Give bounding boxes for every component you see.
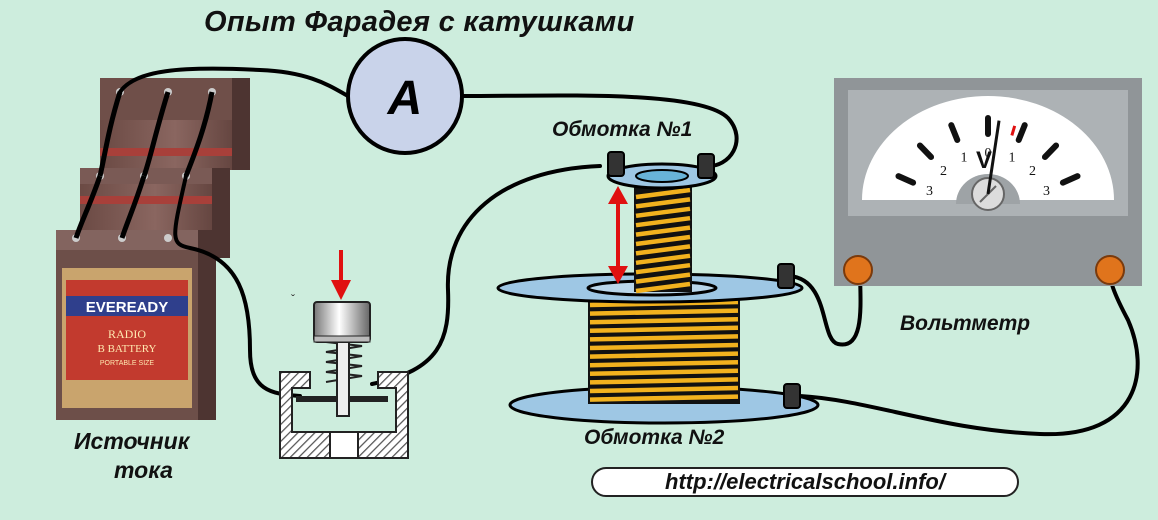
battery-line2: B BATTERY [98, 343, 157, 355]
page-title: Опыт Фарадея с катушками [204, 6, 635, 38]
voltmeter-terminal-left [843, 255, 873, 285]
dial-label: 1 [1008, 151, 1015, 166]
double-arrow-icon [608, 186, 628, 284]
wire-battery-switch [173, 174, 302, 398]
dial-label: 1 [961, 151, 968, 166]
wire-switch-coil1 [370, 164, 602, 386]
wire-coil2-voltmeter [788, 268, 863, 347]
source-label-line2: тока [114, 457, 173, 483]
wires [118, 66, 1140, 437]
voltmeter-needle [986, 120, 1001, 195]
dial-label: 3 [926, 184, 933, 199]
coil-assembly [496, 151, 820, 425]
battery-icon: EVEREADY RADIO B BATTERY PORTABLE SIZE [56, 78, 250, 420]
ammeter-symbol: A [387, 72, 423, 125]
coil2-terminal-top [777, 263, 795, 289]
dial-tick [948, 122, 961, 143]
coil1-winding [634, 180, 692, 294]
voltmeter-terminal-right [1095, 255, 1125, 285]
source-label-line1: Источник [74, 428, 190, 454]
dial-red-mark [1010, 125, 1017, 136]
wire-coil2-voltmeter-2 [798, 270, 1140, 437]
coil1-terminal-left [607, 151, 625, 177]
dial-label: 0 [985, 146, 992, 161]
dial-label: 3 [1043, 184, 1050, 199]
coil2-terminal-bottom [783, 383, 801, 409]
dial-tick [895, 173, 917, 186]
url-box: http://electricalschool.info/ [591, 467, 1019, 497]
dial-tick [1059, 173, 1081, 186]
voltmeter-unit: V [976, 147, 992, 174]
dial-tick [1041, 142, 1060, 161]
battery-brand: EVEREADY [86, 299, 169, 316]
coil1-terminal-right [697, 153, 715, 179]
battery-line1: RADIO [108, 327, 146, 341]
coil2-winding [588, 296, 740, 404]
dial-label: 2 [940, 164, 947, 179]
wire-battery-ammeter [118, 66, 350, 98]
coil1-label: Обмотка №1 [552, 118, 693, 141]
push-switch-icon: ˇ [279, 292, 409, 459]
dial-label: 2 [1029, 164, 1036, 179]
wire-ammeter-coil1 [460, 93, 739, 169]
coil2-label: Обмотка №2 [584, 426, 725, 449]
ammeter-icon: A [346, 37, 464, 155]
svg-text:ˇ: ˇ [291, 292, 295, 306]
down-arrow-icon [331, 250, 351, 300]
dial-tick [1015, 122, 1028, 143]
url-link[interactable]: http://electricalschool.info/ [665, 469, 945, 494]
battery-line3: PORTABLE SIZE [100, 360, 155, 367]
dial-tick [916, 142, 935, 161]
voltmeter-label: Вольтметр [900, 312, 1031, 335]
